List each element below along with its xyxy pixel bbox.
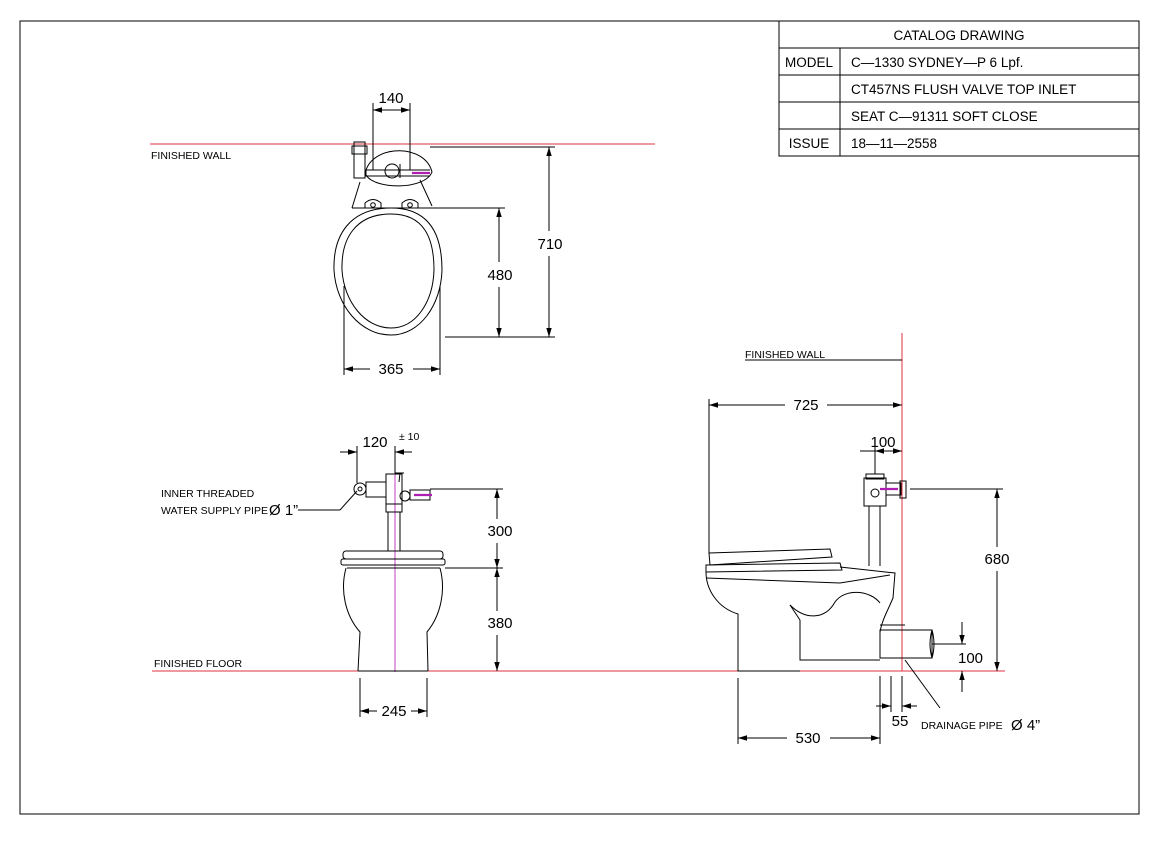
dim-710-label: 710	[537, 236, 562, 253]
drainage-size: Ø 4”	[1011, 717, 1040, 734]
finished-wall-label-side: FINISHED WALL	[745, 349, 825, 361]
drainage-label: DRAINAGE PIPE	[921, 720, 1003, 732]
dim-365-label: 365	[378, 361, 403, 378]
issue-value: 18—11—2558	[851, 136, 937, 151]
title-block: CATALOG DRAWING MODEL C—1330 SYDNEY—P 6 …	[778, 20, 1140, 157]
dim-120-tolerance: ± 10	[399, 431, 420, 443]
title-header: CATALOG DRAWING	[893, 28, 1024, 43]
inner-threaded-label-1: INNER THREADED	[161, 488, 255, 500]
side-view: FINISHED WALL 725	[652, 333, 1040, 747]
dim-530-label: 530	[795, 730, 820, 747]
issue-label: ISSUE	[789, 136, 830, 151]
dim-120-label: 120	[362, 434, 387, 451]
finished-floor-label: FINISHED FLOOR	[154, 658, 243, 670]
model-label: MODEL	[785, 55, 834, 70]
dim-380-label: 380	[487, 615, 512, 632]
front-view: FINISHED FLOOR 120 ± 10	[152, 431, 655, 720]
dim-480-label: 480	[487, 267, 512, 284]
flush-valve-value: CT457NS FLUSH VALVE TOP INLET	[851, 82, 1076, 97]
dim-245-label: 245	[381, 703, 406, 720]
finished-wall-label-top: FINISHED WALL	[151, 150, 231, 162]
dim-725-label: 725	[793, 397, 818, 414]
inner-threaded-label-2: WATER SUPPLY PIPE	[161, 505, 268, 517]
model-value: C—1330 SYDNEY—P 6 Lpf.	[851, 55, 1023, 70]
sheet-border	[19, 20, 1140, 815]
dim-100-top-label: 100	[870, 434, 895, 451]
dim-55-label: 55	[892, 713, 909, 730]
dim-300-label: 300	[487, 523, 512, 540]
dim-140-label: 140	[378, 90, 403, 107]
seat-value: SEAT C—91311 SOFT CLOSE	[851, 109, 1038, 124]
top-view: FINISHED WALL 140 710	[150, 90, 655, 378]
inner-threaded-size: Ø 1”	[269, 502, 298, 519]
dim-100-floor-label: 100	[958, 650, 983, 667]
dim-680-label: 680	[984, 551, 1009, 568]
